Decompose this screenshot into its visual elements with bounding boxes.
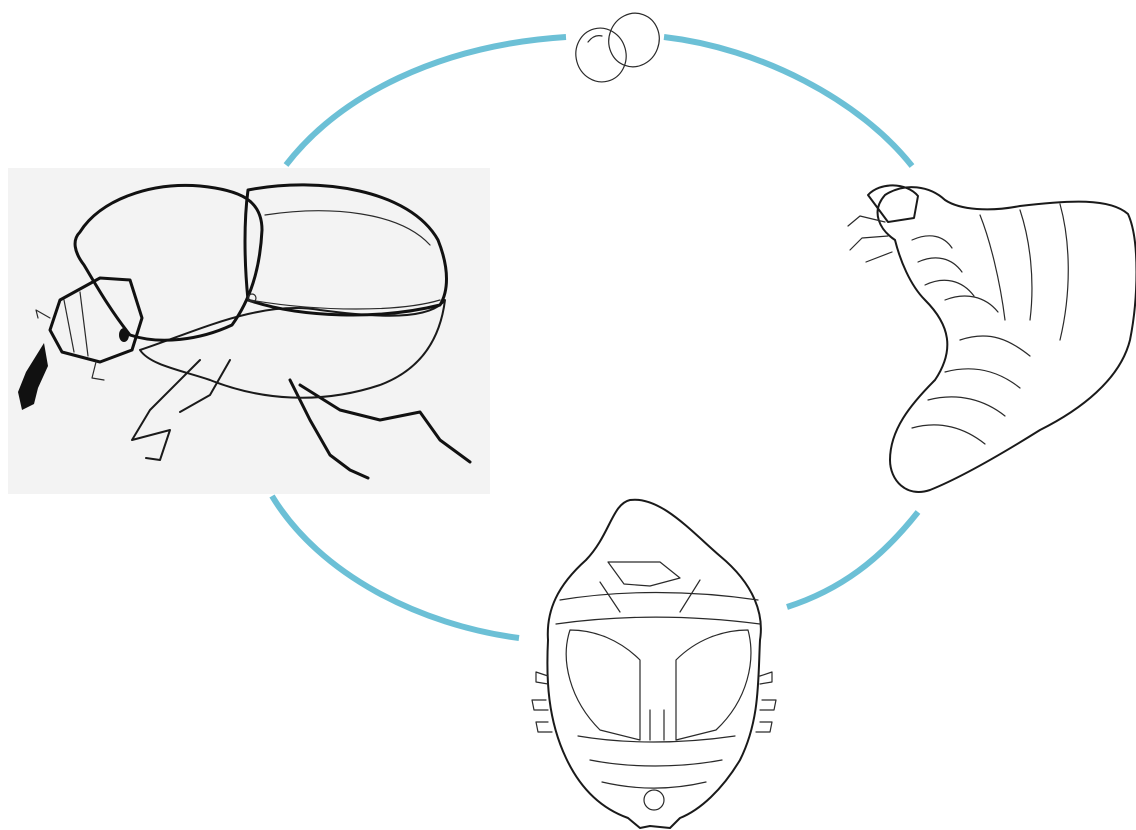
cycle-arc-adult-to-eggs <box>286 37 566 165</box>
cycle-arc-pupa-to-adult <box>272 496 519 638</box>
cycle-arc-larva-to-pupa <box>787 512 918 607</box>
eggs-icon <box>570 6 667 87</box>
cycle-arc-eggs-to-larva <box>664 37 912 166</box>
larva-icon <box>848 185 1136 492</box>
pupa-icon <box>532 500 776 828</box>
adult-beetle-icon <box>8 168 490 494</box>
